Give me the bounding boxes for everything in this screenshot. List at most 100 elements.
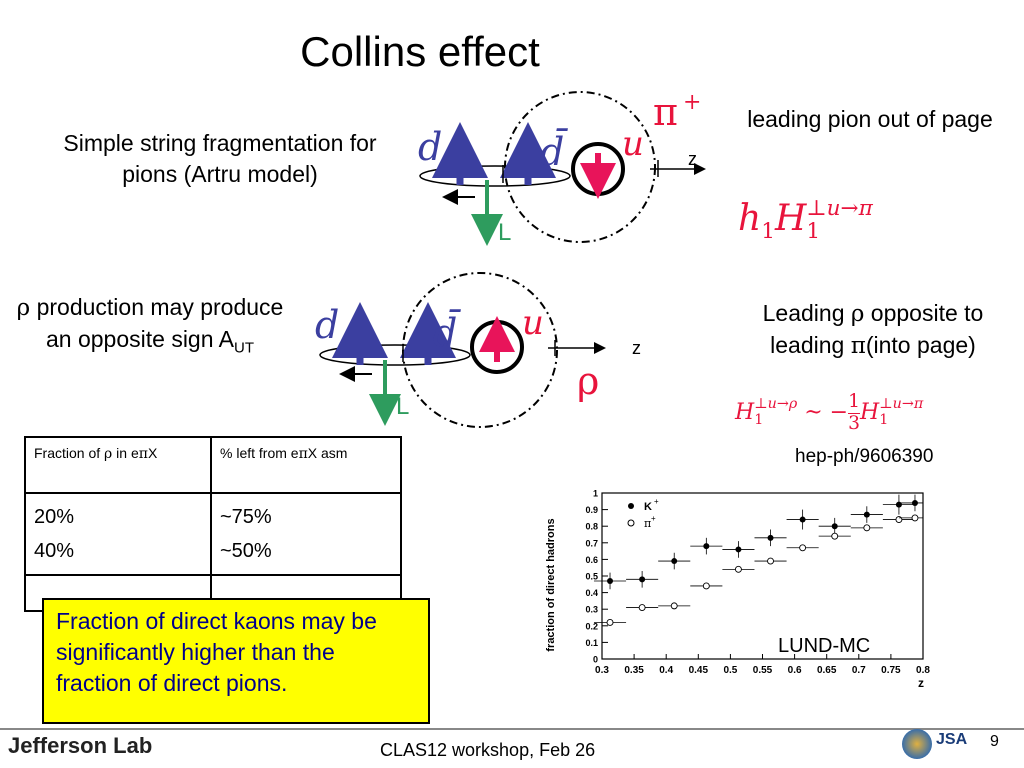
f2-sub1: 1 <box>754 412 764 429</box>
direct-kaons-callout: Fraction of direct kaons may be signific… <box>42 598 430 724</box>
pion-data-point <box>831 532 839 540</box>
table-row: 20%40% ~75%~50% <box>24 492 402 576</box>
f2-H1: H <box>735 400 755 426</box>
leading-pion-text: leading pion out of page <box>747 106 993 132</box>
th1-pi: π <box>138 446 148 462</box>
kaon-data-point <box>911 499 918 506</box>
legend-marker-kaon <box>628 503 634 509</box>
f2-sup1: ⊥u→ρ <box>754 396 798 413</box>
th2-pi: π <box>298 446 308 462</box>
x-tick-label: 0.4 <box>659 665 673 676</box>
legend-sup-kaon: + <box>654 497 659 506</box>
pion-string-diagram: d d̄ u π + z L <box>418 90 706 246</box>
x-tick-label: 0.7 <box>852 665 866 676</box>
pion-label: π <box>653 90 678 134</box>
x-tick-label: 0.5 <box>723 665 737 676</box>
left-75: ~75% <box>220 506 272 528</box>
table-header-fraction: Fraction of ρ in eπX <box>24 436 212 494</box>
chart-series <box>593 494 923 626</box>
pion-data-point <box>767 557 774 565</box>
page-title: Collins effect <box>300 28 540 75</box>
dbar-quark-label: d̄ <box>540 129 569 174</box>
f2-sim: ~ − <box>804 400 849 426</box>
legend-label-kaon: K <box>644 501 652 513</box>
kaon-data-point <box>607 577 614 584</box>
d-quark-label-2: d <box>315 303 339 347</box>
kaon-data-point <box>639 576 646 583</box>
pi-symbol: π <box>850 333 866 359</box>
aut-subscript: UT <box>233 339 254 357</box>
jefferson-lab-logo: Jefferson Lab <box>8 733 153 758</box>
rho-string-diagram: d d̄ u ρ z L <box>315 272 641 428</box>
page-number: 9 <box>990 733 999 750</box>
y-tick-label: 0 <box>593 655 598 665</box>
kaon-data-point <box>799 516 806 523</box>
pion-data-point <box>863 524 871 532</box>
x-tick-label: 0.8 <box>916 665 930 676</box>
formula-H-sup: ⊥u→π <box>806 196 873 221</box>
y-tick-label: 1 <box>593 489 598 499</box>
legend-label-pion: π <box>644 517 651 530</box>
x-tick-label: 0.6 <box>788 665 802 676</box>
dbar-quark-label-2: d̄ <box>433 310 462 355</box>
pion-data-point <box>638 604 646 611</box>
x-tick-label: 0.3 <box>595 665 609 676</box>
formula-H-sub: 1 <box>806 218 821 244</box>
pion-charge-label: + <box>683 90 701 115</box>
kaon-data-point <box>831 523 838 530</box>
leading-pi-a: leading <box>770 332 851 358</box>
y-tick-label: 0.4 <box>585 588 598 598</box>
formula-h: h <box>738 198 762 239</box>
x-tick-label: 0.75 <box>881 665 901 676</box>
rho-symbol-2: ρ <box>850 301 865 327</box>
y-tick-label: 0.1 <box>585 638 598 648</box>
pion-data-point <box>895 516 903 524</box>
fraction-20: 20% <box>34 506 75 528</box>
pion-data-point <box>799 544 807 552</box>
pion-data-point <box>911 514 919 522</box>
table-cell-left: ~75%~50% <box>210 492 402 576</box>
L-label-2: L <box>396 393 409 420</box>
pion-data-point <box>702 582 710 590</box>
rho-fraction-table: Fraction of ρ in eπX % left from eπX asm… <box>24 436 402 612</box>
z-label-2: z <box>632 338 641 358</box>
rho-production-body: production may produce an opposite sign … <box>30 294 284 352</box>
y-axis-label: fraction of direct hadrons <box>545 518 557 651</box>
th1-rho: ρ <box>104 446 113 462</box>
y-tick-label: 0.7 <box>585 538 598 548</box>
x-tick-label: 0.45 <box>689 665 709 676</box>
th2-b: X asm <box>307 445 348 461</box>
y-tick-label: 0.5 <box>585 572 598 582</box>
leading-pi-b: (into page) <box>865 332 976 358</box>
footer-workshop-text: CLAS12 workshop, Feb 26 <box>380 740 596 760</box>
rho-production-text: ρ production may produce an opposite sig… <box>10 292 290 364</box>
kaon-data-point <box>703 543 710 550</box>
jsa-logo: JSA <box>936 731 968 748</box>
leading-rho-text: Leading ρ opposite to leading π(into pag… <box>728 298 1018 362</box>
f2-sup2: ⊥u→π <box>879 396 924 413</box>
u-quark-label-2: u <box>522 303 544 343</box>
kaon-data-point <box>671 558 678 565</box>
leading-rho-a: Leading <box>762 300 851 326</box>
lund-mc-label: LUND-MC <box>778 635 871 657</box>
y-tick-label: 0.6 <box>585 555 598 565</box>
y-tick-label: 0.2 <box>585 621 598 631</box>
pion-data-point <box>734 565 742 573</box>
kaon-data-point <box>735 546 742 553</box>
z-label: z <box>688 149 697 169</box>
y-axis-ticks: 00.10.20.30.40.50.60.70.80.91 <box>585 489 608 665</box>
u-quark-label: u <box>622 124 644 164</box>
footer-divider <box>0 728 1024 730</box>
x-tick-label: 0.65 <box>817 665 837 676</box>
pion-data-point <box>670 602 678 610</box>
string-ellipse <box>419 165 571 187</box>
table-header-row: Fraction of ρ in eπX % left from eπX asm <box>24 436 402 494</box>
rho-symbol: ρ <box>16 295 31 321</box>
th1-a: Fraction of <box>34 445 105 461</box>
table-header-left: % left from eπX asm <box>210 436 402 494</box>
rho-label: ρ <box>577 359 599 403</box>
